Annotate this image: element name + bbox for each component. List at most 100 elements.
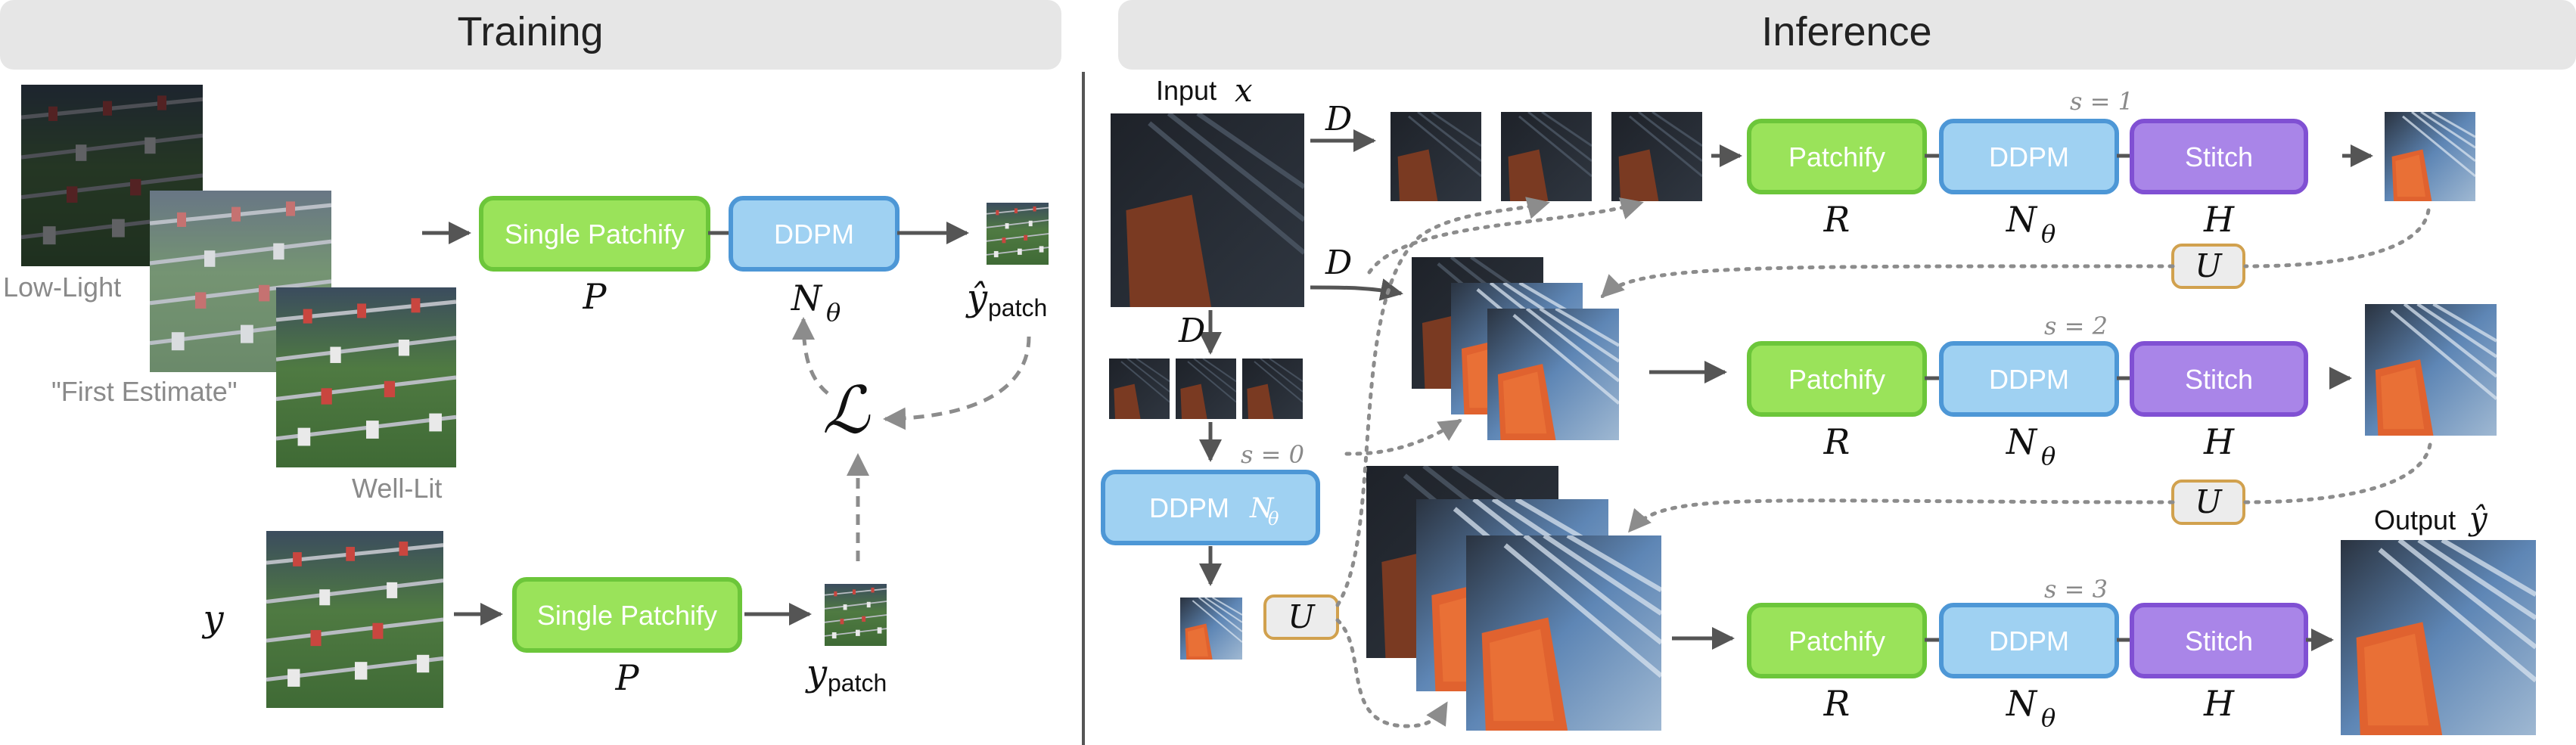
stitch-box-s2 [2130, 341, 2308, 417]
svg-text:θ: θ [2041, 442, 2056, 470]
inference-title: Inference [1761, 9, 1931, 54]
yhat-patch-symbol: ŷ patch [965, 277, 1047, 321]
r-symbol-s2: R [1823, 421, 1850, 462]
n-theta-training: N θ [791, 278, 841, 327]
h-symbol-s2: H [2203, 421, 2235, 462]
ddpm-box-s0 [1101, 470, 1320, 545]
n-theta-s3: N θ [2006, 683, 2056, 732]
y-ground-truth-image [266, 531, 443, 708]
dotted-u-to-s3 [1627, 498, 2175, 533]
u-upsample-box-s0 [1263, 594, 1339, 640]
n-theta-s0: N θ [1249, 493, 1279, 529]
patchify-label-s3: Patchify [1788, 625, 1885, 657]
dashed-yhat-to-loss [883, 336, 1031, 430]
svg-text:N: N [2006, 421, 2038, 462]
ddpm-label-s1: DDPM [1989, 141, 2069, 172]
loss-symbol: ℒ [822, 373, 871, 449]
training-header [0, 0, 1061, 70]
dotted-u-to-s2 [1600, 264, 2175, 299]
svg-text:N: N [791, 278, 823, 318]
svg-text:Input: Input [1156, 75, 1217, 106]
svg-text:N: N [2006, 199, 2038, 240]
svg-text:ŷ: ŷ [965, 277, 988, 319]
d-symbol-s2: D [1325, 244, 1352, 282]
svg-text:θ: θ [2041, 703, 2056, 732]
r-symbol-s1: R [1823, 199, 1850, 240]
dashed-loss-to-ddpm [792, 317, 829, 395]
svg-text:x: x [1235, 72, 1253, 109]
low-light-label: Low-Light [3, 272, 121, 303]
yhat-patch-image [987, 203, 1049, 265]
well-lit-image [276, 287, 456, 467]
stage-2: s = 2 Patchify DDPM Stitch R N θ H [1412, 257, 2497, 470]
dotted-u0-to-s1-patch2 [1335, 197, 1550, 607]
d-symbol-s1: D [1325, 100, 1352, 138]
stage-3-input-stack [1366, 466, 1661, 731]
h-symbol-s3: H [2203, 683, 2235, 724]
y-patch-image [825, 584, 887, 646]
inference-section: Input x D s = 0 DDPM N θ U D D [1101, 72, 2536, 735]
s0-label: s = 0 [1241, 440, 1304, 469]
u-label-s1: U [2195, 247, 2223, 284]
s1-label: s = 1 [2070, 87, 2133, 116]
ddpm-label-training: DDPM [774, 219, 854, 250]
stitch-label-s1: Stitch [2185, 141, 2253, 172]
u-label-s0: U [1288, 598, 1316, 635]
s2-label: s = 2 [2044, 312, 2108, 340]
svg-text:θ: θ [826, 298, 841, 327]
inference-header [1118, 0, 2576, 70]
patchify-label-s2: Patchify [1788, 364, 1885, 395]
stage-3: s = 3 Patchify DDPM Stitch Output ŷ R N … [1366, 466, 2536, 735]
n-theta-s2: N θ [2006, 421, 2056, 470]
ddpm-label-s3: DDPM [1989, 625, 2069, 657]
svg-text:θ: θ [2041, 219, 2056, 248]
output-label: Output ŷ [2374, 500, 2488, 537]
svg-text:patch: patch [988, 294, 1047, 321]
s0-output-image [1180, 598, 1242, 660]
single-patchify-label-top: Single Patchify [505, 219, 685, 250]
arrow-d-to-s2 [1310, 278, 1403, 301]
h-symbol-s1: H [2203, 199, 2235, 240]
d-symbol-left: D [1178, 312, 1205, 350]
ddpm-label-s0: DDPM [1149, 492, 1229, 523]
svg-text:ŷ: ŷ [2468, 500, 2488, 537]
y-symbol: y [201, 598, 224, 640]
dotted-to-s2-stack [1344, 418, 1462, 456]
svg-text:N: N [1249, 493, 1275, 524]
svg-text:Output: Output [2374, 504, 2456, 535]
dotted-s2-out-to-u [2243, 442, 2432, 504]
stitch-label-s2: Stitch [2185, 364, 2253, 395]
input-label: Input x [1156, 72, 1253, 109]
dotted-u0-to-s3-stack [1335, 618, 1449, 728]
svg-text:N: N [2006, 683, 2038, 724]
s1-output-image [2385, 112, 2475, 201]
final-output-image [2341, 540, 2536, 735]
first-estimate-label: "First Estimate" [51, 376, 238, 407]
dotted-to-s1-patch3 [1367, 197, 1644, 275]
stitch-box-s1 [2130, 119, 2308, 194]
ddpm-label-s2: DDPM [1989, 364, 2069, 395]
well-lit-label: Well-Lit [352, 473, 442, 504]
s2-output-image [2365, 304, 2497, 436]
input-image [1111, 113, 1304, 307]
training-title: Training [457, 9, 603, 54]
patchify-label-s1: Patchify [1788, 141, 1885, 172]
p-symbol-top: P [583, 276, 607, 317]
svg-text:y: y [805, 652, 828, 694]
stage-2-input-stack [1412, 257, 1619, 440]
training-section: Low-Light "First Estimate" Well-Lit Sing… [3, 85, 1049, 708]
p-symbol-bottom: P [615, 657, 640, 698]
r-symbol-s3: R [1823, 683, 1850, 724]
stitch-label-s3: Stitch [2185, 625, 2253, 657]
s3-label: s = 3 [2044, 575, 2108, 604]
downsampled-patches-row [1109, 359, 1303, 419]
u-label-s2: U [2195, 483, 2223, 520]
y-patch-symbol: y patch [805, 652, 887, 697]
stage-1: s = 1 Patchify DDPM Stitch R N θ H [1391, 87, 2475, 248]
n-theta-s1: N θ [2006, 199, 2056, 248]
dotted-s1-out-to-u [2243, 208, 2431, 269]
single-patchify-label-bottom: Single Patchify [537, 600, 717, 631]
stage-1-input-patches [1391, 112, 1702, 201]
svg-text:θ: θ [1268, 508, 1279, 529]
